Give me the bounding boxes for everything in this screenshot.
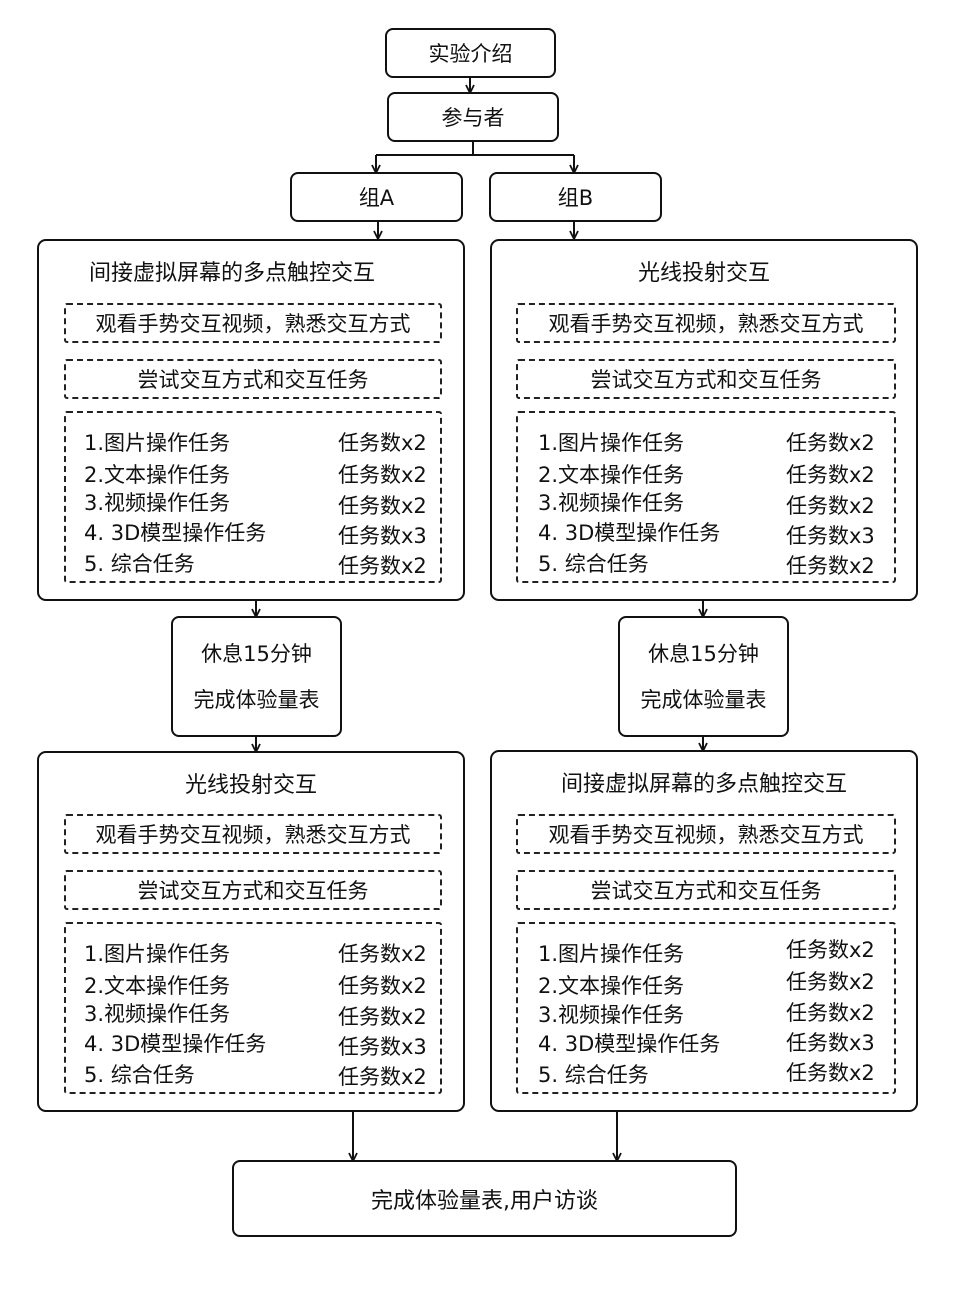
final-node: 完成体验量表,用户访谈 (232, 1160, 737, 1237)
watch-video-step: 观看手势交互视频，熟悉交互方式 (64, 814, 442, 854)
task-count: 任务数x2 (786, 463, 875, 487)
task-count: 任务数x3 (786, 524, 875, 548)
task-count: 任务数x2 (786, 970, 875, 994)
session-title: 光线投射交互 (184, 773, 317, 798)
task-name: 1.图片操作任务 (538, 431, 685, 455)
try-interaction-label: 尝试交互方式和交互任务 (590, 368, 822, 392)
task-name: 5. 综合任务 (538, 1063, 649, 1087)
try-interaction-label: 尝试交互方式和交互任务 (590, 879, 822, 903)
task-count: 任务数x2 (786, 494, 875, 518)
task-name: 4. 3D模型操作任务 (84, 521, 267, 545)
task-count: 任务数x2 (338, 463, 427, 487)
session-b2-panel: 间接虚拟屏幕的多点触控交互 观看手势交互视频，熟悉交互方式 尝试交互方式和交互任… (490, 750, 918, 1112)
task-name: 4. 3D模型操作任务 (538, 1032, 721, 1056)
session-title: 间接虚拟屏幕的多点触控交互 (560, 772, 847, 797)
task-count: 任务数x2 (338, 494, 427, 518)
task-name: 2.文本操作任务 (84, 463, 231, 487)
task-name: 1.图片操作任务 (538, 942, 685, 966)
try-interaction-step: 尝试交互方式和交互任务 (64, 359, 442, 399)
task-count: 任务数x3 (786, 1031, 875, 1055)
task-count: 任务数x3 (338, 524, 427, 548)
task-name: 3.视频操作任务 (84, 491, 231, 515)
task-list: 1.图片操作任务 任务数x2 2.文本操作任务 任务数x2 3.视频操作任务 任… (64, 922, 442, 1094)
task-name: 4. 3D模型操作任务 (84, 1032, 267, 1056)
task-count: 任务数x2 (338, 1065, 427, 1089)
intro-label: 实验介绍 (428, 42, 513, 66)
task-count: 任务数x2 (338, 942, 427, 966)
questionnaire-label: 完成体验量表 (640, 687, 767, 712)
group-a-label: 组A (358, 186, 395, 210)
task-name: 4. 3D模型操作任务 (538, 521, 721, 545)
rest-label: 休息15分钟 (648, 641, 759, 666)
rest-node-b: 休息15分钟 完成体验量表 (618, 616, 789, 737)
task-name: 3.视频操作任务 (538, 491, 685, 515)
questionnaire-label: 完成体验量表 (193, 687, 320, 712)
rest-label: 休息15分钟 (201, 641, 312, 666)
session-title: 间接虚拟屏幕的多点触控交互 (89, 261, 376, 286)
task-count: 任务数x2 (786, 1001, 875, 1025)
task-name: 5. 综合任务 (538, 552, 649, 576)
task-count: 任务数x2 (786, 938, 875, 962)
task-count: 任务数x2 (338, 974, 427, 998)
task-count: 任务数x2 (338, 1005, 427, 1029)
watch-video-label: 观看手势交互视频，熟悉交互方式 (548, 312, 864, 336)
task-count: 任务数x2 (786, 431, 875, 455)
watch-video-label: 观看手势交互视频，熟悉交互方式 (95, 823, 411, 847)
task-list: 1.图片操作任务 任务数x2 2.文本操作任务 任务数x2 3.视频操作任务 任… (64, 411, 442, 583)
try-interaction-step: 尝试交互方式和交互任务 (516, 870, 896, 910)
try-interaction-step: 尝试交互方式和交互任务 (516, 359, 896, 399)
rest-node-a: 休息15分钟 完成体验量表 (171, 616, 342, 737)
try-interaction-step: 尝试交互方式和交互任务 (64, 870, 442, 910)
task-list: 1.图片操作任务 任务数x2 2.文本操作任务 任务数x2 3.视频操作任务 任… (516, 411, 896, 583)
task-name: 3.视频操作任务 (84, 1002, 231, 1026)
task-name: 3.视频操作任务 (538, 1003, 685, 1027)
group-b-node: 组B (489, 172, 662, 222)
session-a2-panel: 光线投射交互 观看手势交互视频，熟悉交互方式 尝试交互方式和交互任务 1.图片操… (37, 751, 465, 1112)
watch-video-step: 观看手势交互视频，熟悉交互方式 (64, 303, 442, 343)
task-list: 1.图片操作任务 任务数x2 2.文本操作任务 任务数x2 3.视频操作任务 任… (516, 922, 896, 1094)
final-label: 完成体验量表,用户访谈 (371, 1188, 598, 1214)
watch-video-label: 观看手势交互视频，熟悉交互方式 (95, 312, 411, 336)
task-count: 任务数x2 (338, 431, 427, 455)
participants-label: 参与者 (441, 106, 505, 130)
session-title: 光线投射交互 (637, 261, 770, 286)
task-name: 5. 综合任务 (84, 552, 195, 576)
intro-node: 实验介绍 (385, 28, 556, 78)
task-count: 任务数x2 (338, 554, 427, 578)
watch-video-step: 观看手势交互视频，熟悉交互方式 (516, 303, 896, 343)
task-name: 2.文本操作任务 (84, 974, 231, 998)
participants-node: 参与者 (387, 92, 559, 142)
session-b1-panel: 光线投射交互 观看手势交互视频，熟悉交互方式 尝试交互方式和交互任务 1.图片操… (490, 239, 918, 601)
task-name: 5. 综合任务 (84, 1063, 195, 1087)
task-count: 任务数x3 (338, 1035, 427, 1059)
task-name: 1.图片操作任务 (84, 942, 231, 966)
task-name: 2.文本操作任务 (538, 974, 685, 998)
task-name: 2.文本操作任务 (538, 463, 685, 487)
task-count: 任务数x2 (786, 1061, 875, 1085)
group-a-node: 组A (290, 172, 463, 222)
group-b-label: 组B (557, 186, 594, 210)
try-interaction-label: 尝试交互方式和交互任务 (137, 368, 369, 392)
task-name: 1.图片操作任务 (84, 431, 231, 455)
watch-video-label: 观看手势交互视频，熟悉交互方式 (548, 823, 864, 847)
watch-video-step: 观看手势交互视频，熟悉交互方式 (516, 814, 896, 854)
try-interaction-label: 尝试交互方式和交互任务 (137, 879, 369, 903)
task-count: 任务数x2 (786, 554, 875, 578)
session-a1-panel: 间接虚拟屏幕的多点触控交互 观看手势交互视频，熟悉交互方式 尝试交互方式和交互任… (37, 239, 465, 601)
